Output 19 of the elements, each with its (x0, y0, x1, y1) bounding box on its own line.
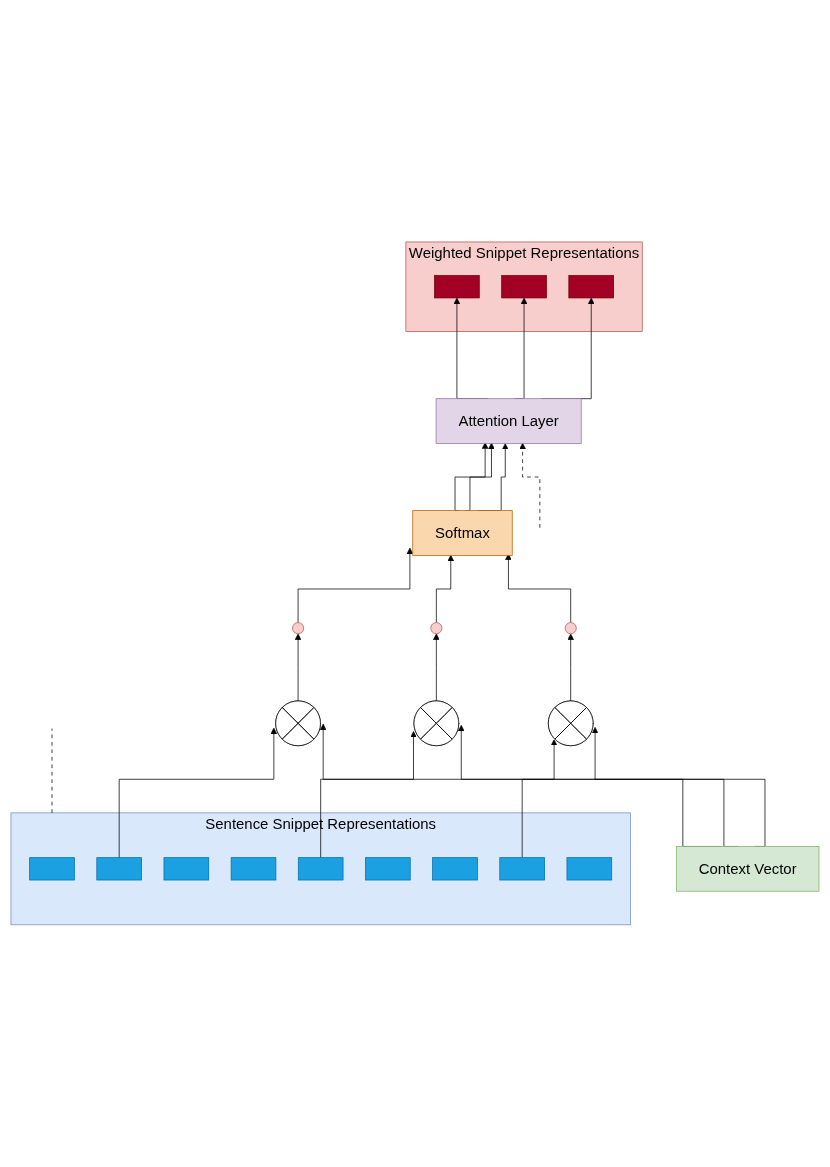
node-bar (96, 857, 142, 881)
node-bar (365, 857, 411, 881)
node-box (568, 275, 614, 299)
node-bar (499, 857, 545, 881)
node-bar (163, 857, 210, 881)
node-circle (564, 622, 577, 635)
node-box: Attention Layer (435, 398, 582, 444)
cluster: Weighted Snippet Representations (405, 241, 643, 332)
node-bar (29, 857, 75, 881)
node-box: Softmax (412, 510, 513, 556)
node-bar (230, 857, 277, 881)
node-bar (566, 857, 613, 881)
node-bar (432, 857, 478, 881)
node-circle (430, 622, 443, 635)
node-circle (292, 622, 305, 635)
node-box (434, 275, 480, 299)
node-box (501, 275, 547, 299)
node-box: Context Vector (675, 846, 820, 892)
node-bar (297, 857, 344, 881)
